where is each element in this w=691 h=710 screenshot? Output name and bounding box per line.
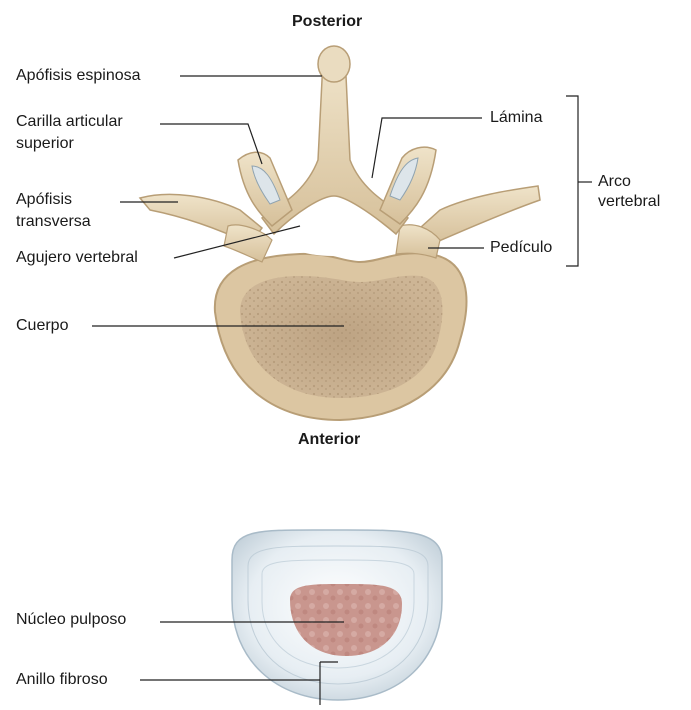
label-agujero-vertebral: Agujero vertebral	[16, 248, 138, 268]
label-apofisis-transversa-line1: Apófisis	[16, 190, 72, 210]
label-nucleo-pulposo: Núcleo pulposo	[16, 610, 126, 630]
label-apofisis-espinosa: Apófisis espinosa	[16, 66, 141, 86]
bracket-arco-vertebral	[566, 96, 578, 266]
label-anillo-fibroso: Anillo fibroso	[16, 670, 108, 690]
label-carilla-line2: superior	[16, 134, 74, 154]
transverse-process-right	[420, 186, 540, 244]
label-cuerpo: Cuerpo	[16, 316, 68, 336]
spinous-tip	[318, 46, 350, 82]
label-pediculo: Pedículo	[490, 238, 552, 258]
label-anterior: Anterior	[298, 430, 360, 450]
label-arco-line1: Arco	[598, 172, 631, 192]
label-apofisis-transversa-line2: transversa	[16, 212, 91, 232]
vertebra	[140, 46, 540, 420]
label-lamina: Lámina	[490, 108, 542, 128]
label-carilla-line1: Carilla articular	[16, 112, 123, 132]
intervertebral-disc	[232, 530, 442, 700]
label-posterior: Posterior	[292, 12, 362, 32]
label-arco-line2: vertebral	[598, 192, 660, 212]
